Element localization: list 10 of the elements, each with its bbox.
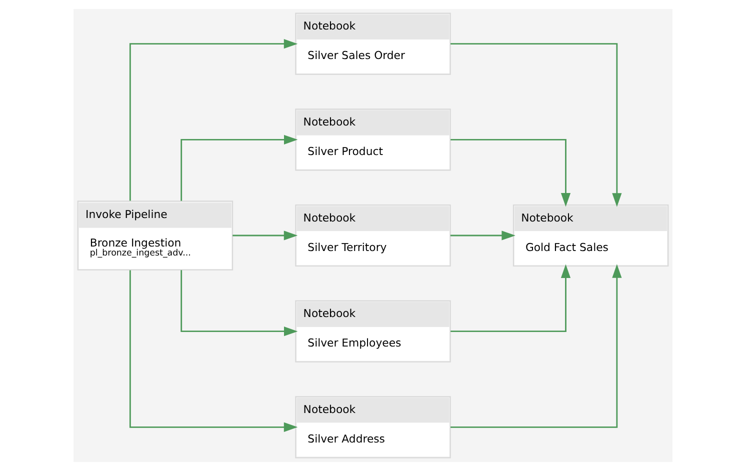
arrow [450,264,570,332]
arrow [180,134,298,200]
arrow [450,138,570,206]
arrow [450,264,622,428]
arrow [180,270,298,336]
arrow [450,230,515,240]
arrow [232,230,298,240]
arrow [128,270,298,432]
arrow [128,38,298,200]
arrow [450,42,622,206]
